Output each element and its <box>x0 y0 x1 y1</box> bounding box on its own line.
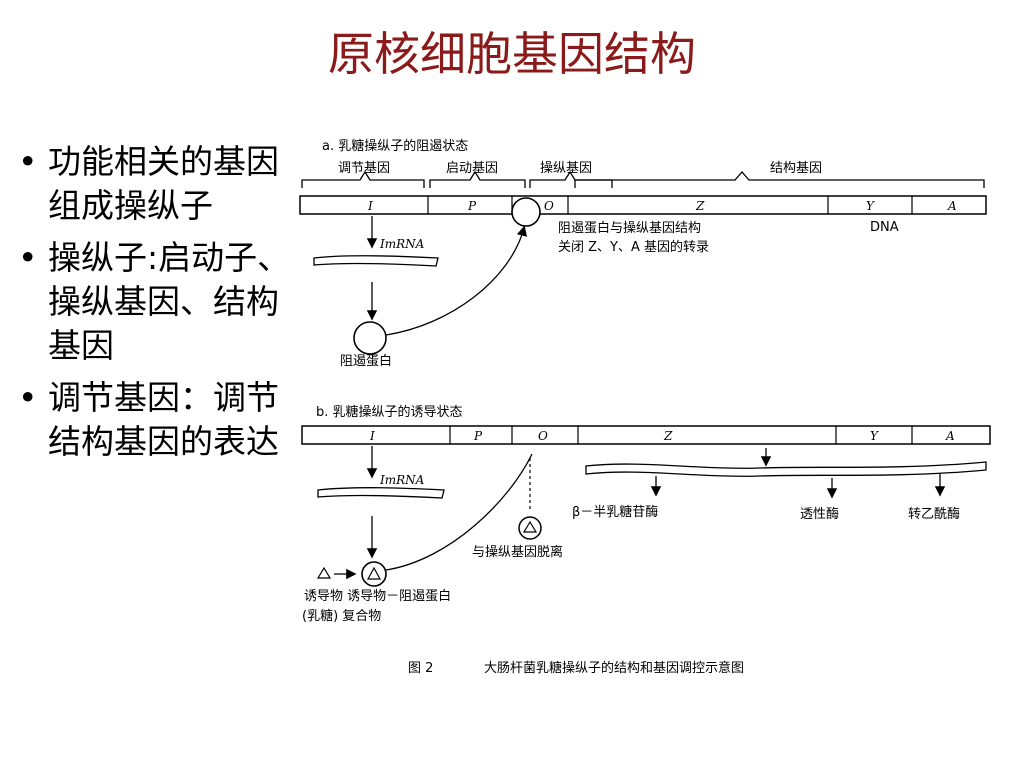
released-repressor-circle <box>518 516 542 540</box>
structural-label: 结构基因 <box>770 161 822 176</box>
bullet-text: 调节基因：调节结构基因的表达 <box>48 378 279 461</box>
mrna-label-b: ImRNA <box>379 473 425 487</box>
repressor-label: 阻遏蛋白 <box>340 353 392 369</box>
mrna-strand-b <box>317 487 445 499</box>
dna-label: DNA <box>870 220 899 235</box>
regulator-brace <box>301 170 425 188</box>
bullet-dot: • <box>18 238 38 277</box>
complex-circle <box>361 561 387 587</box>
mrna-strand-a <box>313 255 439 267</box>
promoter-label: 启动基因 <box>446 161 498 176</box>
complex-label-line1: 诱导物 诱导物－阻遏蛋白 <box>304 588 451 604</box>
gene-z-b: Z <box>663 429 673 443</box>
polycistronic-mrna <box>585 461 987 477</box>
gene-p-b: P <box>473 429 483 443</box>
enzyme-transacetylase: 转乙酰酶 <box>908 506 960 522</box>
figure-number: 图 2 <box>408 661 433 676</box>
gene-i-b: I <box>369 429 375 443</box>
gene-a-b: A <box>945 429 955 443</box>
structural-brace <box>574 171 985 188</box>
gene-o-b: O <box>538 429 548 443</box>
inducer-triangle-icon <box>522 520 538 533</box>
release-label: 与操纵基因脱离 <box>472 544 563 560</box>
repression-note-line1: 阻遏蛋白与操纵基因结构 <box>558 220 701 236</box>
bullet-item: • 操纵子:启动子、操纵基因、结构基因 <box>14 236 304 368</box>
gene-p-a: P <box>467 199 477 213</box>
gene-i-a: I <box>367 199 373 213</box>
mrna-label-a: ImRNA <box>379 237 425 251</box>
gene-y-a: Y <box>866 199 875 213</box>
slide-title: 原核细胞基因结构 <box>328 27 696 81</box>
enzyme-beta-galactosidase: β－半乳糖苷酶 <box>572 504 658 520</box>
repression-note-line2: 关闭 Z、Y、A 基因的转录 <box>558 239 709 255</box>
promoter-brace <box>429 170 526 188</box>
figure-caption: 大肠杆菌乳糖操纵子的结构和基因调控示意图 <box>484 660 744 676</box>
panel-a-heading: a. 乳糖操纵子的阻遏状态 <box>322 138 468 154</box>
bullet-item: • 功能相关的基因组成操纵子 <box>14 140 304 228</box>
complex-triangle-icon <box>366 566 382 580</box>
enzyme-permease: 透性酶 <box>800 506 839 522</box>
bullet-list: • 功能相关的基因组成操纵子 • 操纵子:启动子、操纵基因、结构基因 • 调节基因：调… <box>14 140 304 472</box>
complex-label-line2: (乳糖) 复合物 <box>302 608 381 624</box>
repressor-bound-circle <box>511 197 541 227</box>
repressor-protein-circle <box>353 321 387 355</box>
bullet-text: 功能相关的基因组成操纵子 <box>48 142 279 225</box>
panel-b-heading: b. 乳糖操纵子的诱导状态 <box>316 404 463 420</box>
repressor-binding-arrow <box>385 225 527 336</box>
gene-y-b: Y <box>870 429 879 443</box>
dna-strip-a <box>299 195 987 215</box>
gene-a-a: A <box>947 199 957 213</box>
dna-strip-b <box>301 425 991 445</box>
bullet-dot: • <box>18 142 38 181</box>
gene-z-a: Z <box>695 199 705 213</box>
complex-curve <box>385 453 533 571</box>
operator-label: 操纵基因 <box>540 160 592 176</box>
bullet-dot: • <box>18 378 38 417</box>
regulator-gene-label: 调节基因 <box>338 161 390 176</box>
gene-o-a: O <box>544 199 554 213</box>
bullet-text: 操纵子:启动子、操纵基因、结构基因 <box>48 238 291 365</box>
inducer-triangle-icon <box>316 566 332 579</box>
bullet-item: • 调节基因：调节结构基因的表达 <box>14 376 304 464</box>
